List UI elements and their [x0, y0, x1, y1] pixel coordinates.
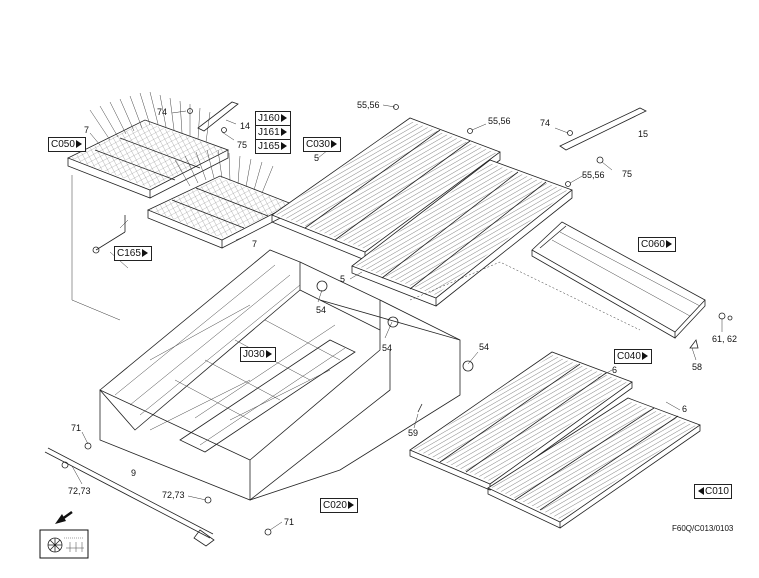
ref-j160-label: J160	[258, 113, 280, 124]
part-number: 72,73	[162, 490, 185, 500]
ref-c040[interactable]: C040	[614, 349, 652, 364]
shaft-end	[193, 529, 215, 547]
play-right-icon	[665, 240, 672, 249]
drawing-code: F60Q/C013/0103	[672, 524, 734, 533]
ref-j160[interactable]: J160	[255, 111, 291, 126]
ref-c050[interactable]: C050	[48, 137, 86, 152]
part-number: 55,56	[582, 170, 605, 180]
play-right-icon	[347, 501, 354, 510]
part-number: 9	[131, 468, 137, 478]
part-number: 55,56	[357, 100, 380, 110]
part-number: 14	[240, 121, 251, 131]
ref-c060[interactable]: C060	[638, 237, 676, 252]
part-number: 71	[71, 423, 82, 433]
arrow-down-left-icon	[55, 510, 73, 524]
strip-14	[197, 101, 239, 132]
part-number: 5	[340, 274, 346, 284]
play-right-icon	[265, 350, 272, 359]
ref-j165[interactable]: J165	[255, 139, 291, 154]
strip-15	[559, 107, 647, 151]
ref-c165-label: C165	[117, 248, 141, 259]
part-number: 55,56	[488, 116, 511, 126]
part-number: 72,73	[68, 486, 91, 496]
ref-c020[interactable]: C020	[320, 498, 358, 513]
part-number: 59	[408, 428, 419, 438]
part-number: 74	[157, 107, 168, 117]
lower-right-sieve-a	[409, 351, 633, 491]
part-number: 6	[682, 404, 688, 414]
part-number: 54	[382, 343, 393, 353]
part-number: 74	[540, 118, 551, 128]
play-right-icon	[75, 140, 82, 149]
ref-c030-label: C030	[306, 139, 330, 150]
ref-c040-label: C040	[617, 351, 641, 362]
lower-right-sieve-b	[487, 397, 701, 529]
play-right-icon	[330, 140, 337, 149]
ref-j030[interactable]: J030	[240, 347, 276, 362]
ref-j161[interactable]: J161	[255, 125, 291, 140]
main-frame	[99, 249, 461, 501]
center-lower-sieve	[351, 159, 573, 307]
part-number: 54	[316, 305, 327, 315]
ref-c030[interactable]: C030	[303, 137, 341, 152]
part-number: 58	[692, 362, 703, 372]
part-number: 54	[479, 342, 490, 352]
ref-c050-label: C050	[51, 139, 75, 150]
play-right-icon	[280, 128, 287, 137]
hardware	[61, 104, 733, 536]
part-number: 75	[622, 169, 633, 179]
ref-j161-label: J161	[258, 127, 280, 138]
ref-j165-label: J165	[258, 141, 280, 152]
part-number: 7	[84, 125, 90, 135]
ref-c010[interactable]: C010	[694, 484, 732, 499]
part-number: 15	[638, 129, 649, 139]
part-number: 61, 62	[712, 334, 738, 344]
part-number: 71	[284, 517, 295, 527]
shaft-9	[44, 447, 214, 539]
part-number: 5	[314, 153, 320, 163]
play-right-icon	[641, 352, 648, 361]
ref-c165[interactable]: C165	[114, 246, 152, 261]
ref-c020-label: C020	[323, 500, 347, 511]
right-side-panel	[531, 221, 706, 339]
part-number: 6	[612, 365, 618, 375]
play-right-icon	[141, 249, 148, 258]
play-right-icon	[280, 142, 287, 151]
combine-thresher-icon	[39, 529, 89, 559]
play-left-icon	[698, 487, 704, 496]
upper-left-sieve	[67, 91, 230, 199]
part-number: 75	[237, 140, 248, 150]
ref-c060-label: C060	[641, 239, 665, 250]
ref-c010-label: C010	[705, 486, 729, 497]
ref-j030-label: J030	[243, 349, 265, 360]
part-number: 7	[252, 239, 258, 249]
play-right-icon	[280, 114, 287, 123]
